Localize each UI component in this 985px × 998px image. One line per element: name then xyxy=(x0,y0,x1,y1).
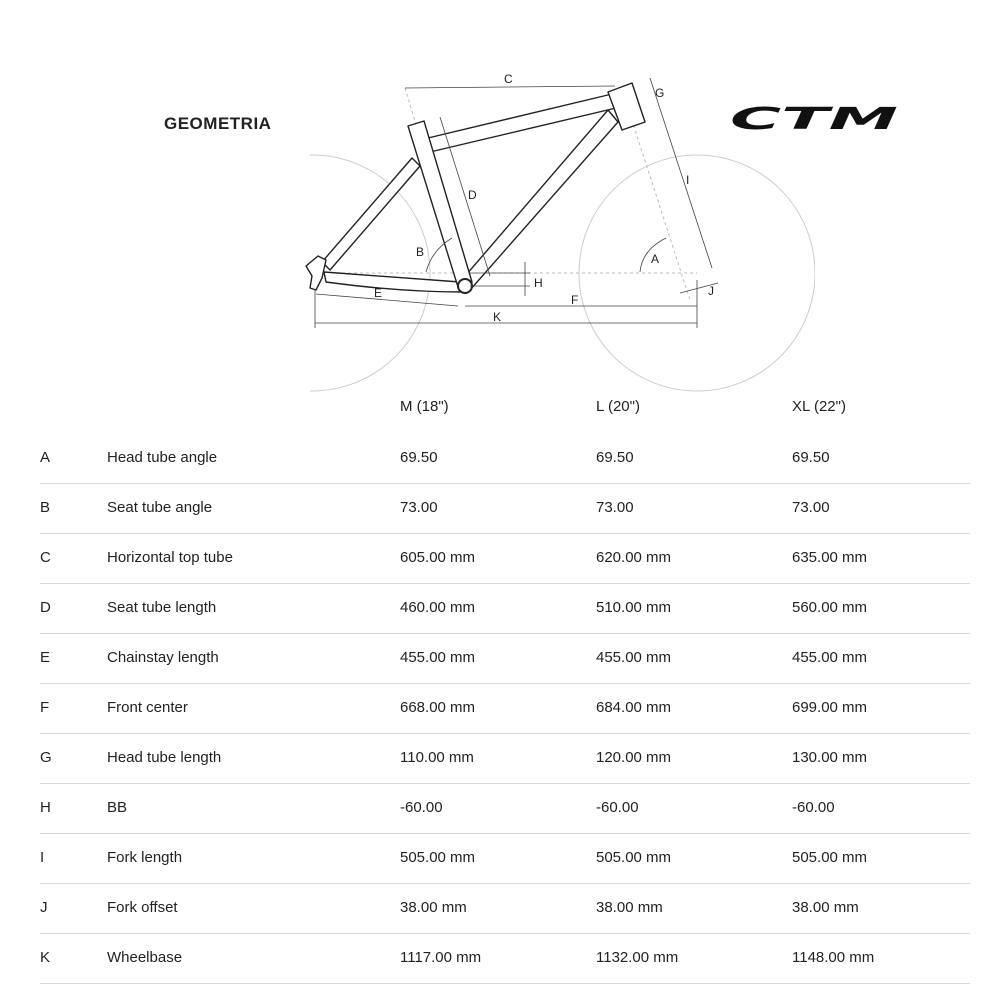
value-l: 684.00 mm xyxy=(596,699,672,716)
row-key: D xyxy=(40,599,51,616)
value-m: 1117.00 mm xyxy=(400,949,482,966)
value-l: 120.00 mm xyxy=(596,749,672,766)
value-m: 73.00 xyxy=(400,499,438,516)
size-header-l: L (20") xyxy=(596,398,640,415)
table-row: B Seat tube angle 73.00 73.00 73.00 xyxy=(40,483,970,534)
value-l: -60.00 xyxy=(596,799,639,816)
value-xl: 699.00 mm xyxy=(792,699,868,716)
label-k: K xyxy=(493,310,501,324)
value-xl: 455.00 mm xyxy=(792,649,868,666)
table-row: G Head tube length 110.00 mm 120.00 mm 130.0… xyxy=(40,733,970,784)
value-m: 110.00 mm xyxy=(400,749,474,766)
table-row: H BB -60.00 -60.00 -60.00 xyxy=(40,783,970,834)
value-xl: -60.00 xyxy=(792,799,835,816)
table-row: A Head tube angle 69.50 69.50 69.50 xyxy=(40,433,970,484)
row-key: K xyxy=(40,949,51,966)
page-title: GEOMETRIA xyxy=(164,114,272,133)
row-name: Seat tube length xyxy=(107,599,217,616)
value-l: 510.00 mm xyxy=(596,599,672,616)
row-name: Fork length xyxy=(107,849,183,866)
value-m: -60.00 xyxy=(400,799,443,816)
label-b: B xyxy=(416,245,424,259)
row-name: Chainstay length xyxy=(107,649,219,666)
value-l: 69.50 xyxy=(596,449,634,466)
value-m: 38.00 mm xyxy=(400,899,467,916)
value-xl: 1148.00 mm xyxy=(792,949,875,966)
row-name: BB xyxy=(107,799,128,816)
value-xl: 130.00 mm xyxy=(792,749,868,766)
row-key: E xyxy=(40,649,51,666)
frame xyxy=(305,82,646,294)
row-name: Wheelbase xyxy=(107,949,183,966)
value-l: 1132.00 mm xyxy=(596,949,679,966)
table-row: E Chainstay length 455.00 mm 455.00 mm 455.0… xyxy=(40,633,970,684)
label-f: F xyxy=(571,293,578,307)
value-xl: 69.50 xyxy=(792,449,830,466)
value-l: 73.00 xyxy=(596,499,634,516)
value-m: 505.00 mm xyxy=(400,849,476,866)
value-xl: 73.00 xyxy=(792,499,830,516)
value-l: 38.00 mm xyxy=(596,899,663,916)
value-m: 668.00 mm xyxy=(400,699,476,716)
table-row: J Fork offset 38.00 mm 38.00 mm 38.00 mm xyxy=(40,883,970,934)
label-g: G xyxy=(655,86,664,100)
label-e: E xyxy=(374,286,382,300)
row-name: Seat tube angle xyxy=(107,499,213,516)
table-row: F Front center 668.00 mm 684.00 mm 699.00 mm xyxy=(40,683,970,734)
row-key: F xyxy=(40,699,50,716)
value-m: 605.00 mm xyxy=(400,549,476,566)
row-key: C xyxy=(40,549,51,566)
ctm-logo: CTM xyxy=(730,102,898,134)
value-m: 69.50 xyxy=(400,449,438,466)
table-row: D Seat tube length 460.00 mm 510.00 mm 560.0… xyxy=(40,583,970,634)
table-row: C Horizontal top tube 605.00 mm 620.00 mm 63… xyxy=(40,533,970,584)
row-key: H xyxy=(40,799,51,816)
bike-geometry-diagram: C G I D B A H J E F K xyxy=(180,72,915,400)
row-key: B xyxy=(40,499,51,516)
size-header-m: M (18") xyxy=(400,398,449,415)
row-name: Horizontal top tube xyxy=(107,549,233,566)
row-name: Head tube angle xyxy=(107,449,218,466)
size-header-xl: XL (22") xyxy=(792,398,846,415)
row-key: G xyxy=(40,749,52,766)
label-j: J xyxy=(708,284,714,298)
value-xl: 38.00 mm xyxy=(792,899,859,916)
value-xl: 635.00 mm xyxy=(792,549,868,566)
value-m: 460.00 mm xyxy=(400,599,476,616)
value-xl: 560.00 mm xyxy=(792,599,868,616)
label-i: I xyxy=(686,173,689,187)
row-key: A xyxy=(40,449,51,466)
value-l: 505.00 mm xyxy=(596,849,672,866)
table-row: K Wheelbase 1117.00 mm 1132.00 mm 1148.00 mm xyxy=(40,933,970,984)
row-name: Head tube length xyxy=(107,749,222,766)
label-a: A xyxy=(651,252,659,266)
table-row: I Fork length 505.00 mm 505.00 mm 505.00 mm xyxy=(40,833,970,884)
row-key: J xyxy=(40,899,48,916)
label-d: D xyxy=(468,188,477,202)
label-h: H xyxy=(534,276,543,290)
value-l: 620.00 mm xyxy=(596,549,672,566)
brand-logo-text: CTM xyxy=(730,102,898,134)
label-c: C xyxy=(504,72,513,86)
value-xl: 505.00 mm xyxy=(792,849,868,866)
row-name: Fork offset xyxy=(107,899,178,916)
value-m: 455.00 mm xyxy=(400,649,476,666)
row-name: Front center xyxy=(107,699,188,716)
value-l: 455.00 mm xyxy=(596,649,672,666)
row-key: I xyxy=(40,849,45,866)
